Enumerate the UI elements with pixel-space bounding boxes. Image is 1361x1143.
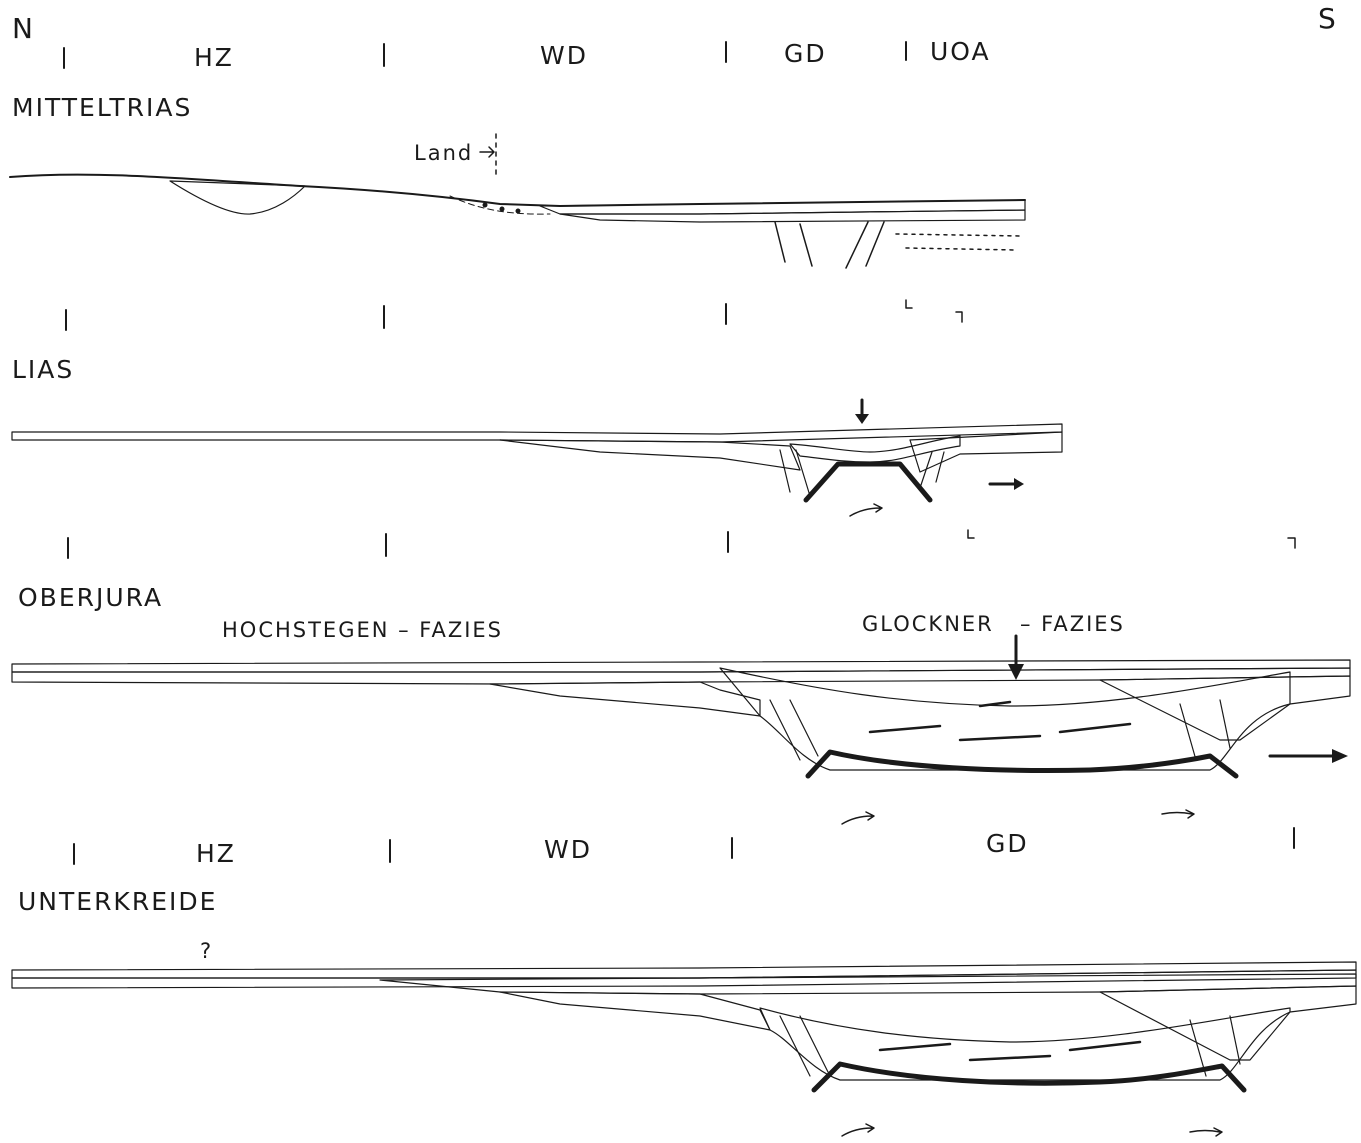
- zone-label-uoa: UOA: [930, 37, 991, 66]
- zone-label-hz: HZ: [194, 43, 234, 72]
- period-lias: LIAS: [12, 355, 74, 384]
- question-mark: ?: [200, 939, 213, 963]
- section-lias: [12, 400, 1062, 516]
- zone-label-wd-bottom: WD: [544, 835, 592, 864]
- section-oberjura: [12, 636, 1350, 824]
- section-mitteltrias: [10, 134, 1025, 268]
- north-label: N: [12, 12, 35, 45]
- zone-label-gd-bottom: GD: [986, 829, 1029, 858]
- land-label: Land: [414, 141, 473, 165]
- facies-label: – FAZIES: [1020, 612, 1125, 636]
- zone-label-wd: WD: [540, 41, 588, 70]
- period-mitteltrias: MITTELTRIAS: [12, 93, 192, 122]
- period-unterkreide: UNTERKREIDE: [18, 887, 217, 916]
- section-unterkreide: [12, 962, 1356, 1136]
- hochstegen-facies-label: HOCHSTEGEN – FAZIES: [222, 618, 503, 642]
- period-oberjura: OBERJURA: [18, 583, 163, 612]
- zone-label-hz-bottom: HZ: [196, 839, 236, 868]
- zone-tick-marks: [64, 42, 1295, 864]
- zone-label-gd: GD: [784, 39, 827, 68]
- south-label: S: [1318, 2, 1338, 35]
- glockner-label: GLOCKNER: [862, 612, 994, 636]
